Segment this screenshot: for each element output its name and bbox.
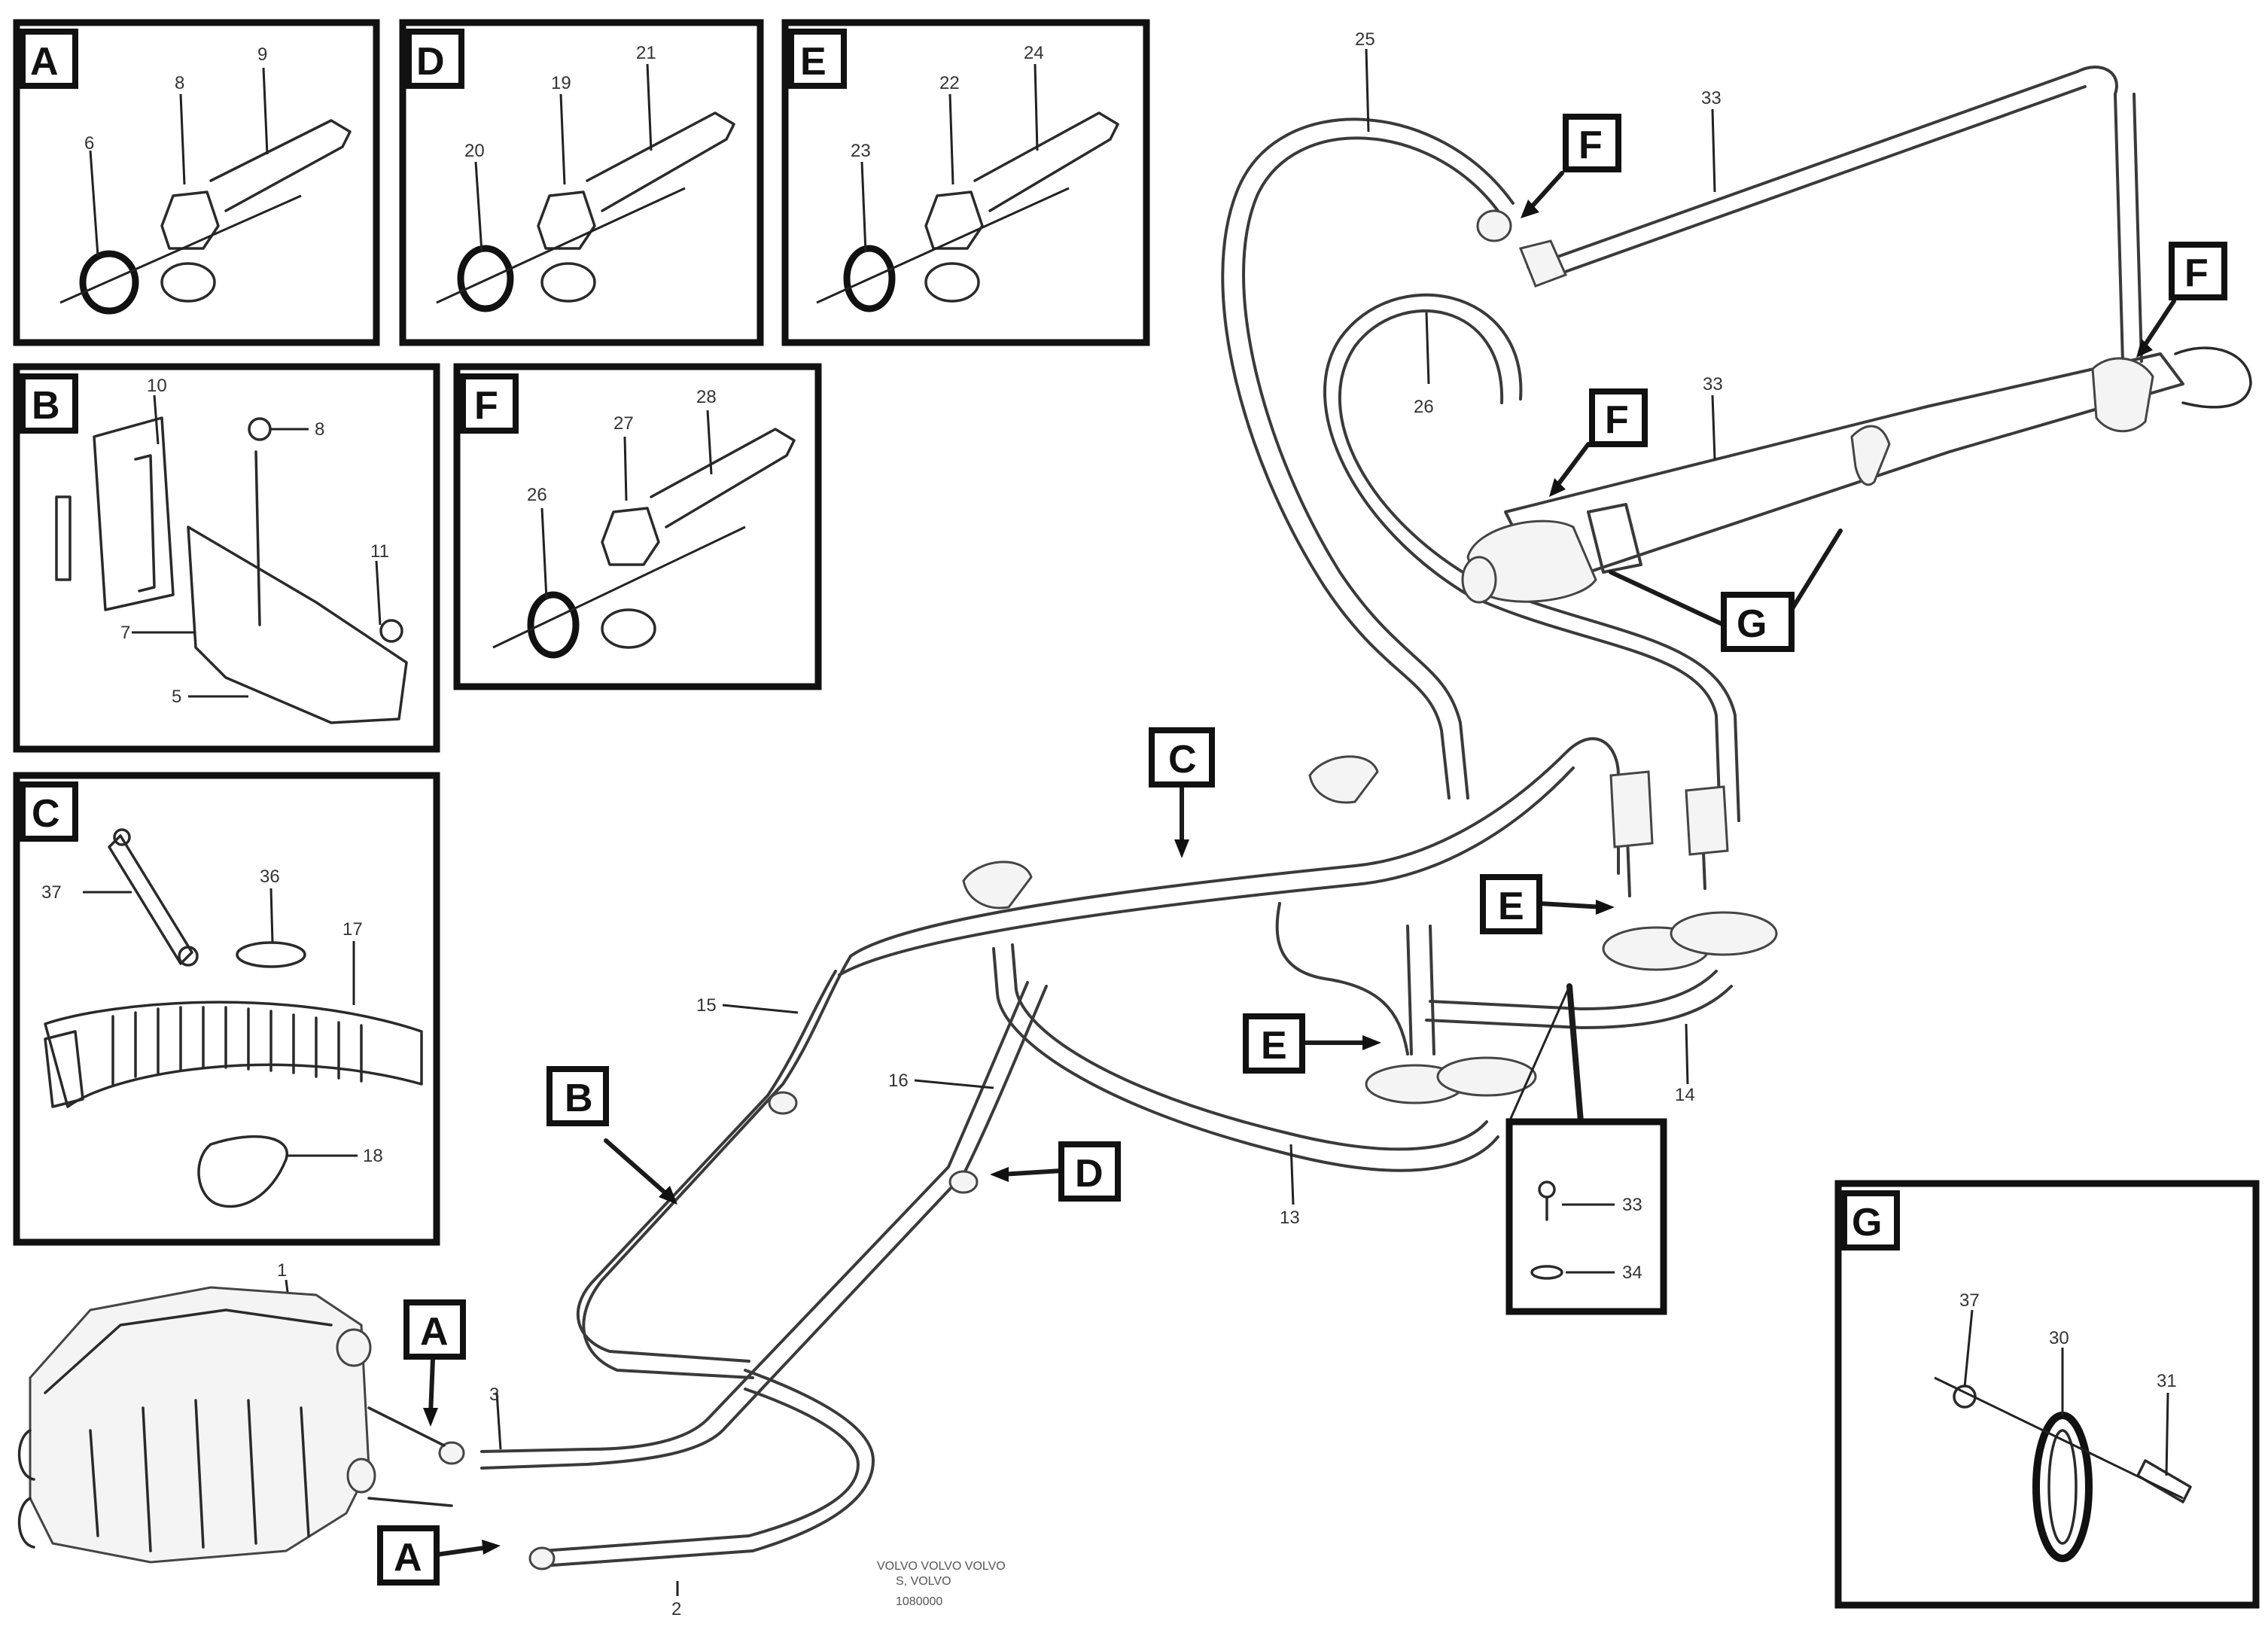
part-label: 31 [2157, 1371, 2177, 1391]
part-numbers-top: 25 33 26 33 [1355, 29, 1723, 417]
part-label: 8 [175, 73, 184, 93]
pipe-routing [285, 737, 1778, 1596]
inset-e-letter: E [800, 40, 827, 84]
inset-c-letter: C [32, 792, 60, 836]
callout-e-right: E [1498, 885, 1524, 928]
callout-a-top: A [420, 1310, 449, 1354]
part-label: 18 [363, 1146, 383, 1166]
inset-f-letter: F [474, 384, 498, 428]
part-label: 19 [551, 73, 571, 93]
inset-f: F 26 27 28 [453, 363, 822, 690]
inset-a-letter: A [30, 40, 59, 84]
part-label: 14 [1675, 1085, 1695, 1105]
part-label: 13 [1280, 1208, 1300, 1228]
control-valve-block [17, 1286, 453, 1564]
part-label: 25 [1355, 29, 1375, 50]
part-label: 28 [696, 387, 717, 407]
inset-d: D 20 19 21 [399, 19, 764, 346]
callout-f-right: F [2184, 251, 2209, 295]
part-label: 33 [1703, 374, 1723, 395]
part-label: 26 [527, 485, 547, 505]
inset-d-letter: D [416, 40, 445, 84]
callout-c: C [1168, 738, 1197, 781]
callout-letters: F F F G C E E B [377, 114, 2227, 1586]
inset-c: C 37 36 17 18 [13, 772, 440, 1246]
part-label: 11 [370, 541, 389, 562]
detail-box-33-34: 33 34 [1505, 983, 1667, 1315]
callout-g: G [1737, 602, 1767, 646]
footer-line-2: S, VOLVO [896, 1575, 951, 1588]
callout-b: B [565, 1077, 593, 1120]
footer-code: 1080000 [896, 1595, 942, 1608]
inset-b-letter: B [32, 384, 60, 428]
part-label: 9 [257, 44, 267, 65]
part-numbers-pipes: 15 16 13 14 1 3 2 [277, 995, 1695, 1619]
callout-e-left: E [1261, 1024, 1287, 1068]
part-label: 33 [1622, 1195, 1642, 1215]
part-label: 37 [1959, 1290, 1980, 1311]
part-label: 15 [696, 995, 717, 1016]
part-label: 17 [342, 919, 363, 940]
inset-a: A 6 8 9 [13, 19, 380, 346]
part-label: 10 [147, 376, 167, 396]
part-label: 7 [120, 623, 130, 643]
footer-line-1: VOLVO VOLVO VOLVO [877, 1560, 1006, 1573]
part-label: 6 [84, 133, 94, 154]
part-label: 34 [1622, 1263, 1642, 1283]
part-label: 20 [464, 141, 485, 161]
part-label: 21 [636, 43, 656, 63]
part-label: 16 [888, 1071, 909, 1091]
part-label: 33 [1701, 88, 1722, 108]
part-label: 5 [172, 687, 181, 707]
inset-g-letter: G [1852, 1201, 1882, 1244]
part-label: 23 [851, 141, 871, 161]
part-label: 3 [489, 1385, 499, 1405]
part-label: 24 [1024, 43, 1044, 63]
callout-f-top: F [1578, 123, 1603, 167]
part-label: 2 [671, 1599, 681, 1619]
part-label: 8 [315, 419, 324, 440]
part-label: 26 [1414, 397, 1434, 417]
part-label: 30 [2049, 1328, 2069, 1348]
cylinder-assembly [1221, 48, 2252, 822]
part-label: 1 [277, 1260, 287, 1281]
callout-d: D [1075, 1152, 1104, 1196]
inset-g: G 37 30 31 [1834, 1180, 2260, 1609]
part-label: 22 [939, 73, 960, 93]
part-label: 36 [260, 867, 280, 887]
inset-e: E 23 22 24 [781, 19, 1150, 346]
inset-b: B 10 8 11 7 5 [13, 363, 440, 753]
callout-f-mid: F [1605, 398, 1629, 442]
part-label: 37 [41, 882, 62, 903]
drawing-reference: VOLVO VOLVO VOLVO S, VOLVO 1080000 [877, 1560, 1006, 1608]
part-label: 27 [613, 413, 634, 434]
callout-a-bottom: A [394, 1536, 422, 1580]
